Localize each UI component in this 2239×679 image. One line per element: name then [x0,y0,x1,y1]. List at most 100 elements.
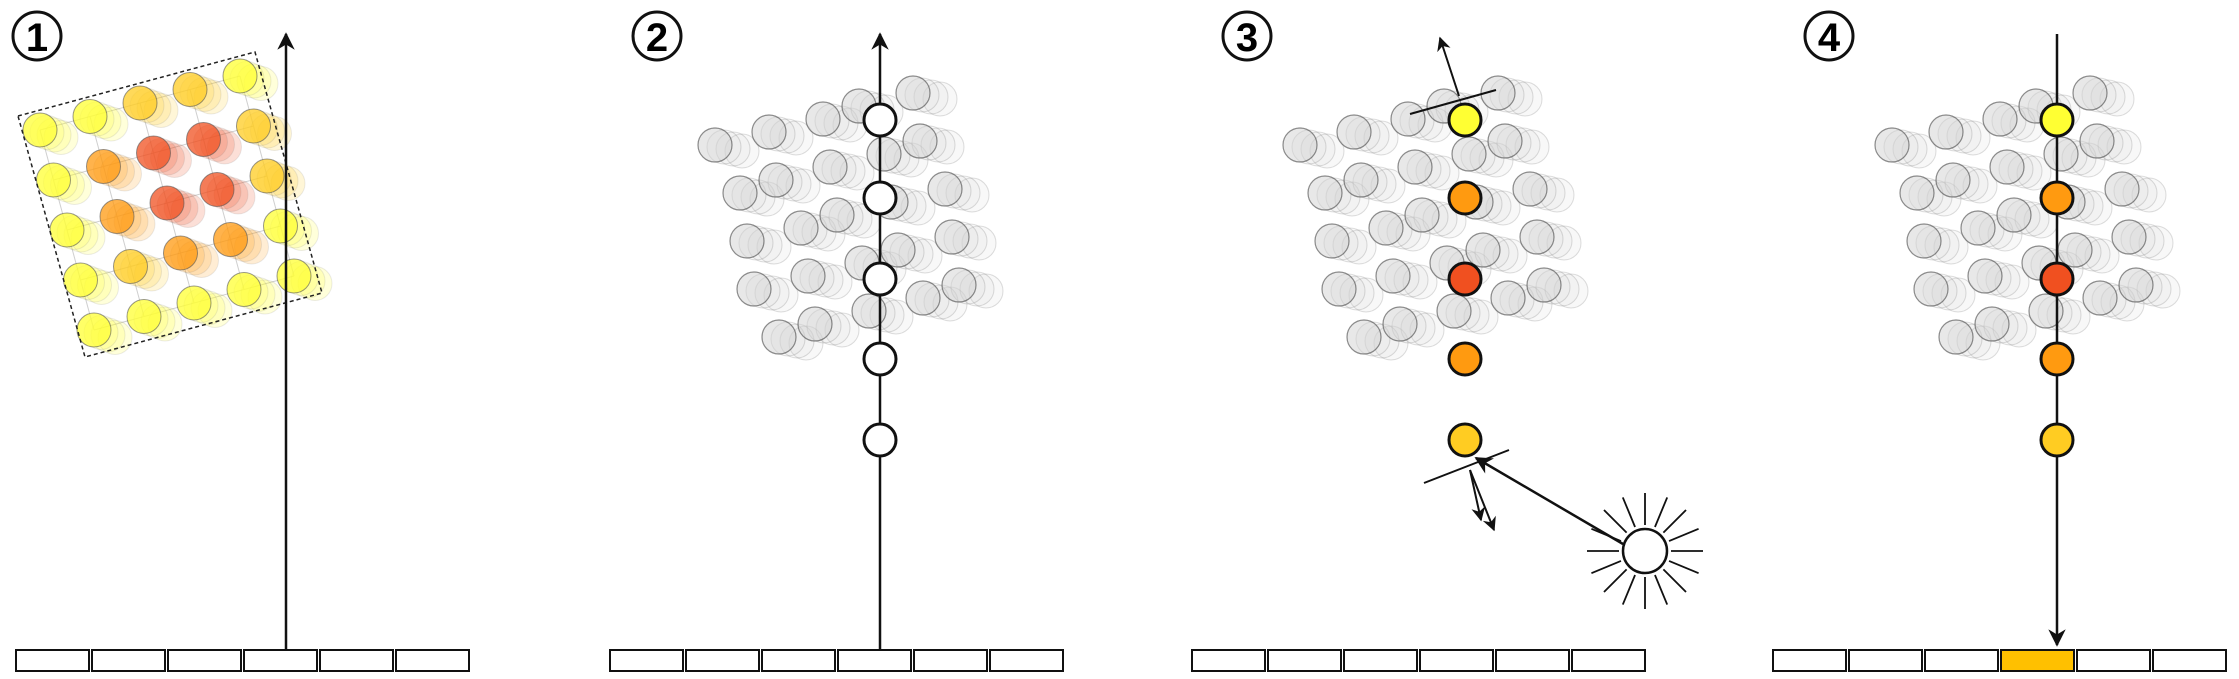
ghost-sample [905,280,941,316]
panel-3-number: 3 [1236,16,1258,60]
panel-2-number: 2 [646,16,668,60]
volume-sample [86,149,121,184]
ghost-sample [895,75,931,111]
ghost-sample [866,136,902,172]
panel-4-number: 4 [1818,16,1841,60]
light-ray-spoke [1591,527,1622,542]
ghost-sample [790,258,826,294]
volume-sample [176,285,212,321]
volume-sample [49,212,85,248]
ghost-sample [1996,197,2032,233]
volume-sample [199,172,235,207]
panel-3-number-badge: 3 [1221,10,1273,62]
shaded-sample [1447,341,1483,377]
ghost-sample [2043,136,2079,172]
ghost-sample [1974,306,2010,342]
ghost-samples [1874,75,2181,361]
ghost-sample [2118,267,2154,303]
light-ray-spoke [1662,568,1687,593]
light-ray-spoke [1662,509,1687,534]
image-pixel [2000,649,2075,672]
volume-sample [213,222,248,257]
image-pixel [609,649,684,672]
ghost-sample [851,293,887,329]
ray-sample-point [862,422,898,458]
volume-sample [122,85,158,121]
volume-sample [186,122,221,157]
image-pixel [395,649,470,672]
image-pixel [761,649,836,672]
ghost-sample [797,306,833,342]
composited-sample [2039,180,2075,216]
ghost-sample [2104,171,2140,207]
light-source-core [1621,527,1669,575]
image-pixel [2076,649,2151,672]
image-pixel [2152,649,2227,672]
ghost-sample [1906,223,1942,259]
image-pixel [685,649,760,672]
image-pixel [1848,649,1923,672]
image-pixel [989,649,1064,672]
panel-1-number: 1 [26,16,48,60]
light-ray-spoke [1603,509,1628,534]
image-pixel [1495,649,1570,672]
image-pixel [1571,649,1646,672]
ghost-sample [761,319,797,355]
ghost-sample [1346,319,1382,355]
light-ray-spoke [1591,560,1622,575]
image-pixel [1772,649,1847,672]
ghost-sample [722,175,758,211]
light-ray-spoke [1668,527,1699,542]
volume-bounding-box [17,51,323,358]
light-ray-spoke [1621,574,1636,605]
ghost-sample [1321,271,1357,307]
ghost-sample [1314,223,1350,259]
image-pixel [1924,649,1999,672]
ghost-sample [1487,123,1523,159]
ghost-sample [2057,232,2093,268]
panel-2: 2 [609,10,1064,672]
volume-sample [136,135,171,171]
image-pixel [1419,649,1494,672]
ghost-sample [2079,123,2115,159]
panel-3: 3 [1191,10,1703,672]
light-ray-spoke [1621,497,1636,528]
volume-sample [126,299,162,334]
ghost-sample [1913,271,1949,307]
volume-sample [72,99,108,134]
light-ray-spoke [1654,574,1669,605]
ghost-sample [1960,210,1996,246]
ghost-sample [758,162,794,198]
light-ray-spoke [1654,497,1669,528]
ghost-sample [1989,149,2025,185]
composited-ray-samples [2039,102,2075,458]
image-pixel [837,649,912,672]
light-ray-spoke [1668,560,1699,575]
ghost-sample [1935,162,1971,198]
image-pixel [1343,649,1418,672]
ghost-sample [1938,319,1974,355]
image-pixel-row [1191,649,1646,672]
ghost-sample [1307,175,1343,211]
ghost-sample [1982,101,2018,137]
image-pixel [913,649,988,672]
volume-sample [226,272,262,307]
volume-sample [22,112,58,148]
composited-sample [2039,102,2075,138]
ghost-sample [1390,101,1426,137]
panel-2-number-badge: 2 [631,10,683,62]
volume-sample [249,158,285,194]
volume-sample [172,72,208,107]
ghost-sample [902,123,938,159]
image-pixel [243,649,318,672]
image-pixel [91,649,166,672]
ghost-sample [1512,171,1548,207]
composited-sample [2039,261,2075,297]
ghost-samples [1282,75,1589,361]
shaded-sample [1447,261,1483,297]
volume-sample [113,249,148,284]
image-pixel [1191,649,1266,672]
ghost-sample [1480,75,1516,111]
light-ray [1474,456,1624,546]
